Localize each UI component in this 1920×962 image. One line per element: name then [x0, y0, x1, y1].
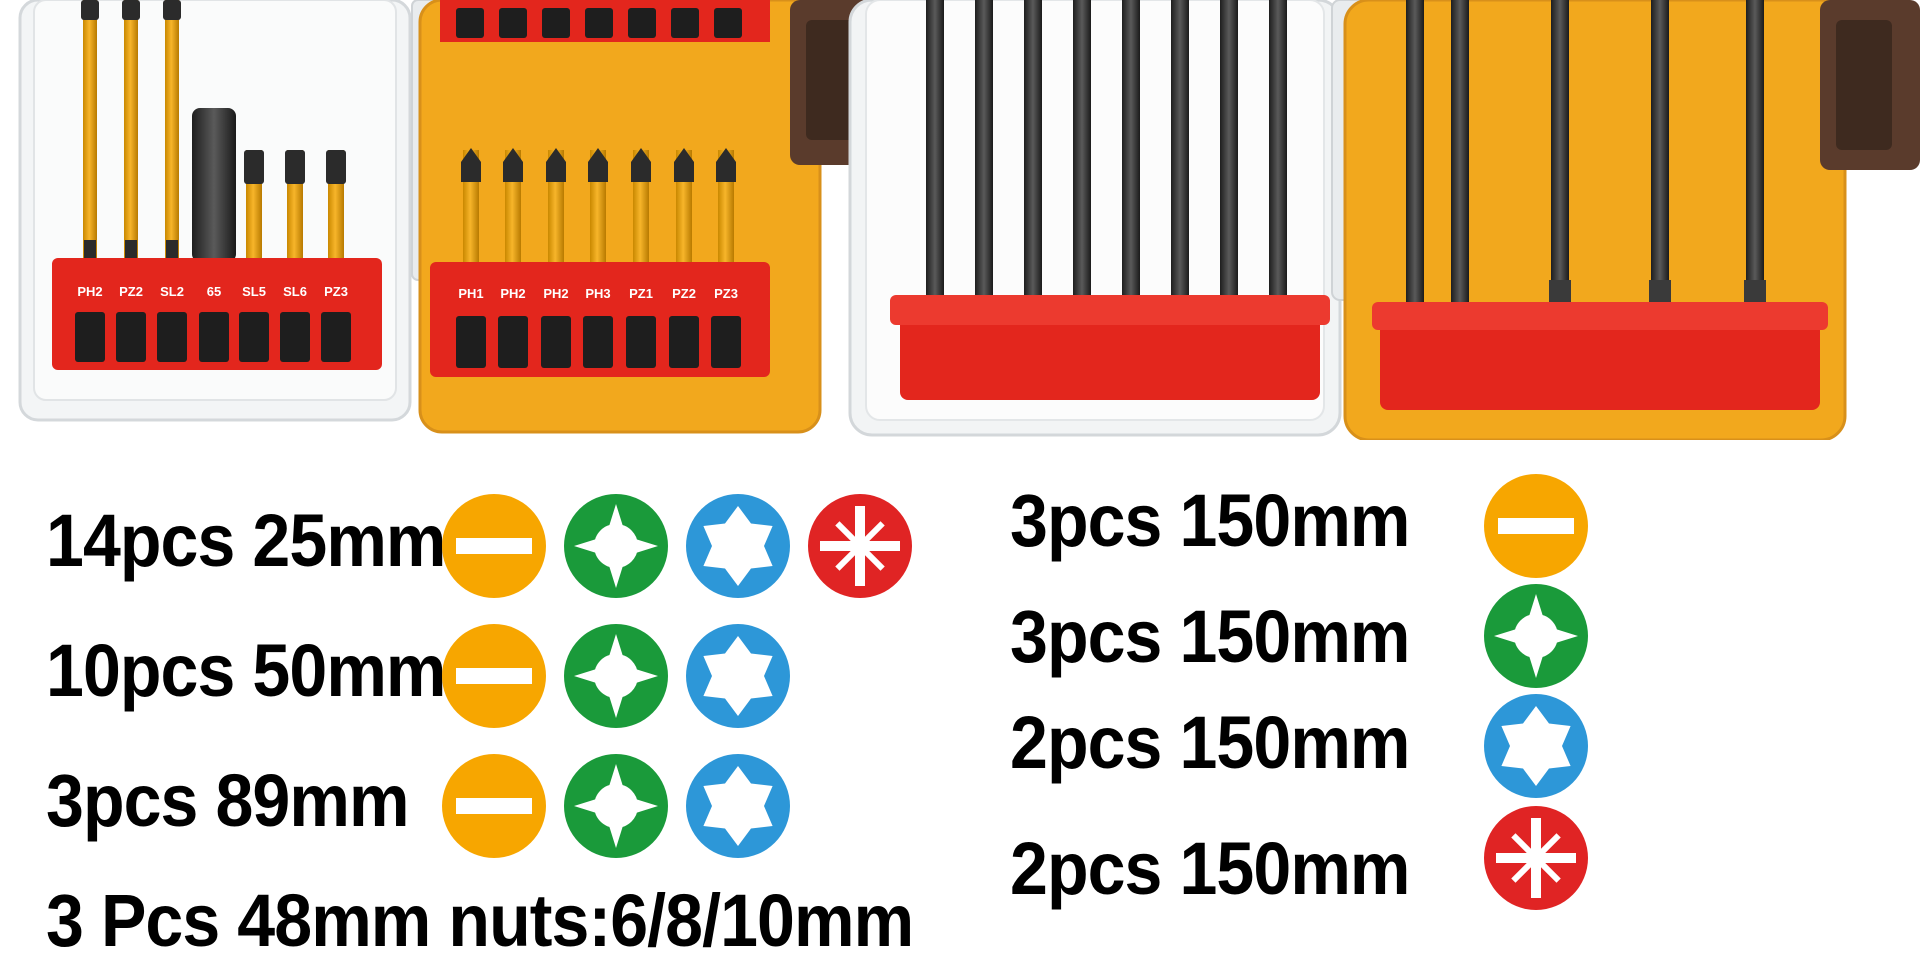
slot-label: PH3: [585, 286, 610, 301]
torx-icon: [686, 494, 790, 598]
torx-icon: [1484, 694, 1588, 798]
slotted-icon: [442, 754, 546, 858]
spec-label-1: 14pcs 25mm: [46, 499, 446, 582]
short-bits-row: [81, 0, 346, 262]
pozidriv-icon: [564, 754, 668, 858]
slot-label: PZ2: [119, 284, 143, 299]
spec-label-3: 3pcs 89mm: [46, 759, 410, 842]
pozi-star-icon: [808, 494, 912, 598]
torx-icon: [686, 624, 790, 728]
tray-slot-labels-2: PH1 PH2 PH2 PH3 PZ1 PZ2 PZ3: [458, 286, 738, 301]
slotted-icon: [1484, 474, 1588, 578]
spec-label-2: 10pcs 50mm: [46, 629, 446, 712]
slot-label: 65: [207, 284, 221, 299]
slot-label: PZ3: [324, 284, 348, 299]
spec-label-8: 2pcs 150mm: [1010, 827, 1410, 910]
slot-label: SL5: [242, 284, 266, 299]
slot-label: PZ2: [672, 286, 696, 301]
slot-label: PH1: [458, 286, 483, 301]
spec-label-7: 2pcs 150mm: [1010, 701, 1410, 784]
pozidriv-icon: [1484, 584, 1588, 688]
long-bits-row: [926, 0, 1287, 390]
torx-icon: [686, 754, 790, 858]
slot-label: PZ3: [714, 286, 738, 301]
slotted-icon: [442, 624, 546, 728]
tray-slots: [75, 312, 351, 362]
long-bit-tray: [890, 295, 1330, 400]
pozidriv-icon: [564, 494, 668, 598]
top-tray-slots: [456, 8, 742, 38]
tray-slot-labels: PH2 PZ2 SL2 65 SL5 SL6 PZ3: [77, 284, 348, 299]
slot-label: SL2: [160, 284, 184, 299]
spec-label-4: 3 Pcs 48mm nuts:6/8/10mm: [46, 879, 914, 962]
long-bit-tray-2: [1372, 302, 1828, 410]
spec-label-6: 3pcs 150mm: [1010, 595, 1410, 678]
slot-label: PH2: [543, 286, 568, 301]
slot-label: PH2: [500, 286, 525, 301]
tray-slots-2: [456, 316, 741, 368]
slot-label: PZ1: [629, 286, 653, 301]
spec-label-5: 3pcs 150mm: [1010, 479, 1410, 562]
double-end-bits-row: [461, 148, 736, 262]
pozidriv-icon: [564, 624, 668, 728]
slotted-icon: [442, 494, 546, 598]
slot-label: SL6: [283, 284, 307, 299]
pozi-star-icon: [1484, 806, 1588, 910]
slot-label: PH2: [77, 284, 102, 299]
